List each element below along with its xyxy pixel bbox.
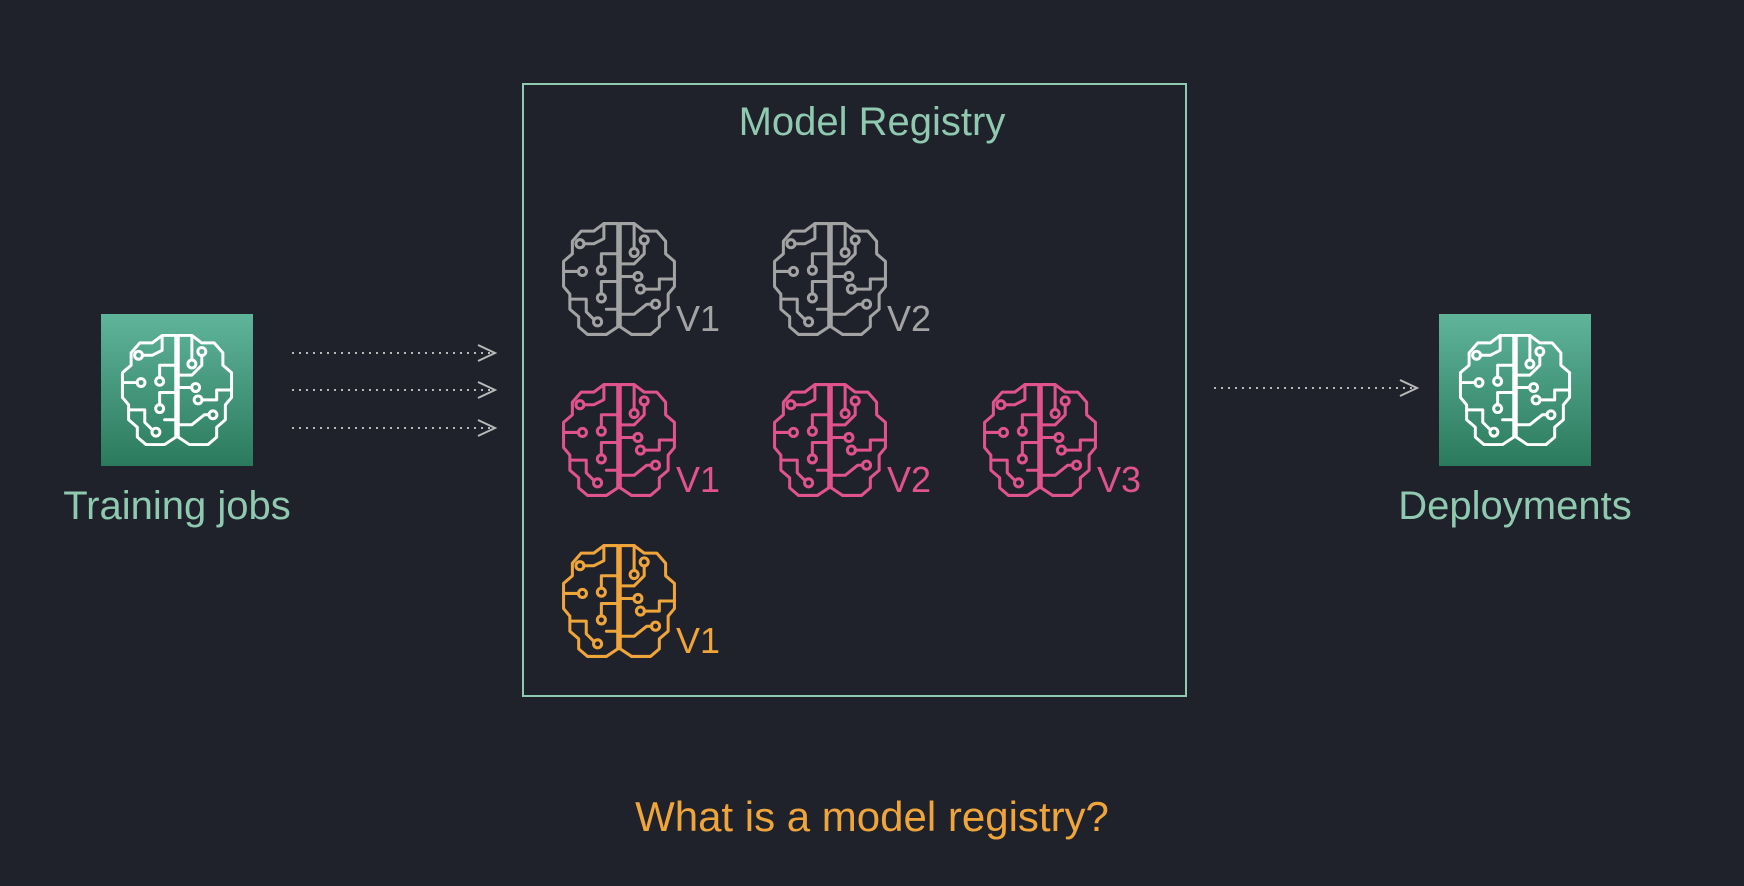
model-gray-v1: V1 [556,216,726,346]
model-orange-v1: V1 [556,538,726,668]
arrow-head-2 [477,381,498,399]
arrow-head-3 [477,419,498,437]
ml-brain-icon [767,377,893,503]
ml-brain-icon [1453,328,1577,452]
arrow-head [1399,379,1420,397]
model-pink-v1: V1 [556,377,726,507]
version-label: V1 [676,620,721,661]
ml-brain-icon [556,538,682,664]
ml-brain-icon [977,377,1103,503]
input-arrows [292,344,498,437]
deployments-label: Deployments [1398,484,1632,528]
model-pink-v3: V3 [977,377,1147,507]
deployments-tile [1439,314,1591,466]
ml-brain-icon [556,216,682,342]
version-label: V3 [1097,459,1142,500]
version-label: V2 [887,298,932,339]
model-registry-box [522,83,1187,697]
arrow-head-1 [477,344,498,362]
model-pink-v2: V2 [767,377,937,507]
caption: What is a model registry? [635,793,1109,840]
ml-brain-icon [115,328,239,452]
version-label: V1 [676,459,721,500]
output-arrow [1214,379,1420,397]
training-jobs-label: Training jobs [63,484,291,528]
ml-brain-icon [556,377,682,503]
ml-brain-icon [767,216,893,342]
model-registry-title: Model Registry [738,100,1006,144]
training-jobs-tile [101,314,253,466]
version-label: V1 [676,298,721,339]
version-label: V2 [887,459,932,500]
model-gray-v2: V2 [767,216,937,346]
